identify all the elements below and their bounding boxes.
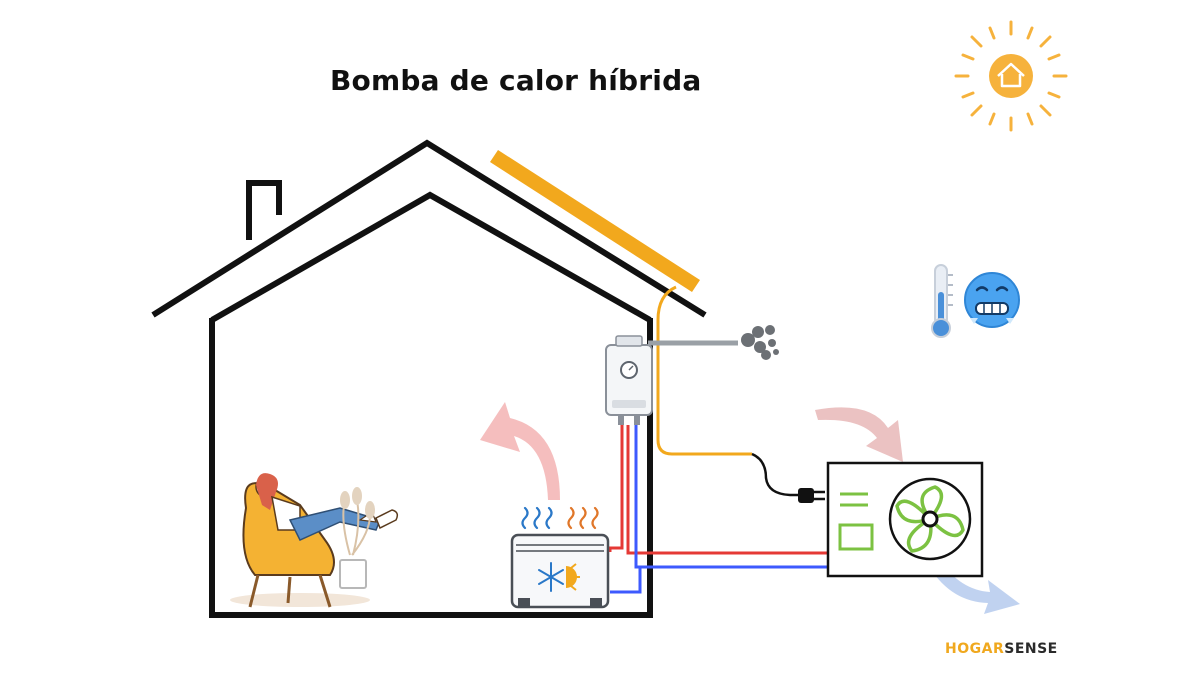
brand-logo: HOGARSENSE	[945, 641, 1058, 657]
snowflake-icon	[538, 562, 564, 592]
warm-air-arrow	[480, 402, 560, 500]
cold-pipe	[610, 425, 828, 594]
solar-panel	[490, 150, 700, 292]
incoming-air-arrow	[815, 407, 903, 462]
heat-waves-icon	[521, 506, 599, 530]
boiler-icon	[605, 335, 653, 425]
house-outline	[151, 139, 707, 618]
radiator-icon	[510, 533, 610, 609]
sun-icon	[954, 20, 1068, 132]
power-cable	[751, 452, 810, 497]
half-sun-icon	[566, 563, 580, 591]
freezing-face-icon	[964, 272, 1020, 328]
person-relaxing-icon	[230, 473, 399, 608]
outgoing-air-arrow	[930, 560, 1020, 614]
brand-part-2: SENSE	[1004, 641, 1058, 657]
brand-part-1: HOGAR	[945, 641, 1005, 657]
thermometer-icon	[931, 264, 953, 338]
diagram-title: Bomba de calor híbrida	[330, 64, 702, 97]
hot-pipe	[608, 425, 828, 555]
plant-icon	[339, 487, 375, 589]
solar-pipe	[656, 285, 752, 456]
heat-pump-fan-icon	[888, 477, 972, 561]
smoke-icon	[741, 325, 779, 360]
plug-icon	[798, 488, 825, 503]
heat-pump-unit	[826, 461, 984, 578]
